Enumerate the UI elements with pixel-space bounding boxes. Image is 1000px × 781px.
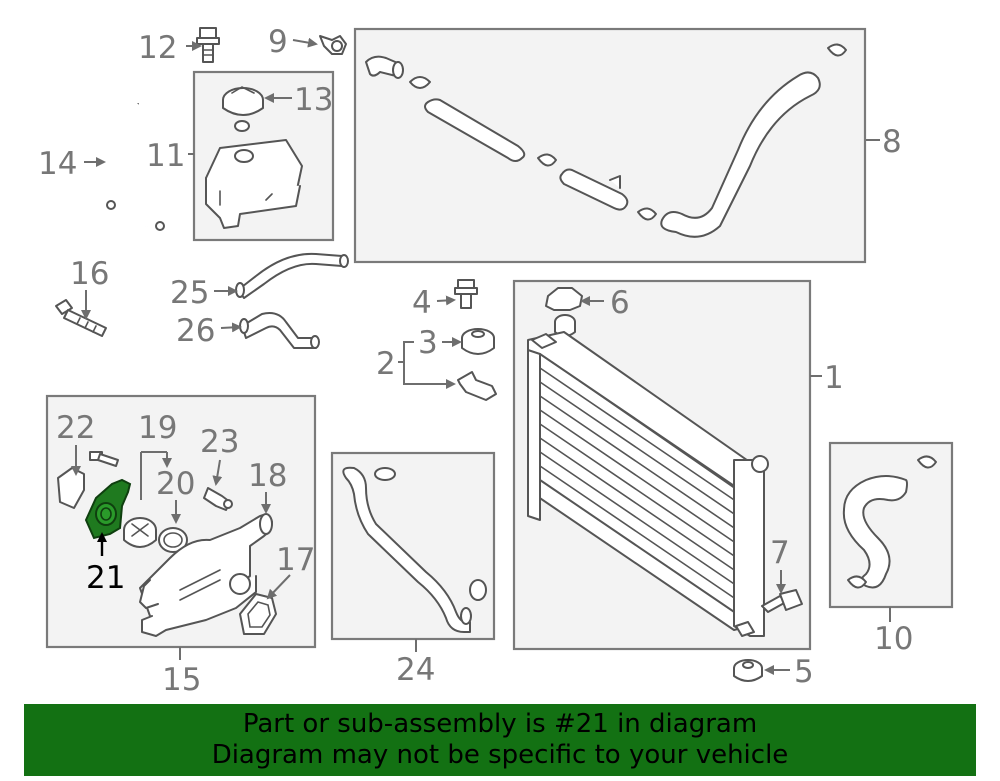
- hose-25[interactable]: [235, 252, 349, 299]
- callout-13: 13: [294, 82, 333, 118]
- callout-22: 22: [56, 410, 95, 446]
- callout-20: 20: [156, 466, 195, 502]
- callout-18: 18: [248, 458, 287, 494]
- upper-hose-parts-8[interactable]: [365, 43, 847, 238]
- callout-9: 9: [268, 24, 288, 60]
- sensor-9[interactable]: [319, 35, 347, 55]
- callout-4: 4: [412, 285, 432, 321]
- lower-hose-10[interactable]: [842, 455, 937, 589]
- callout-14: 14: [38, 146, 77, 182]
- bracket-2[interactable]: [457, 371, 497, 401]
- callout-3: 3: [418, 325, 438, 361]
- overflow-hose-14[interactable]: [106, 103, 165, 231]
- hose-group-box: [353, 27, 867, 264]
- radiator-cap-6[interactable]: [545, 287, 583, 337]
- callout-11: 11: [146, 138, 185, 174]
- callout-19: 19: [138, 410, 177, 446]
- callout-23: 23: [200, 424, 239, 460]
- callout-17: 17: [276, 542, 315, 578]
- callout-24: 24: [396, 652, 435, 688]
- bolt-12[interactable]: [196, 27, 220, 63]
- callout-25: 25: [170, 275, 209, 311]
- coolant-reservoir-11[interactable]: [205, 139, 303, 229]
- callout-1: 1: [824, 360, 844, 396]
- bolt-4[interactable]: [454, 279, 478, 309]
- callout-6: 6: [610, 285, 630, 321]
- info-banner: Part or sub-assembly is #21 in diagram D…: [24, 704, 976, 776]
- leader-lines: [71, 37, 891, 675]
- callout-7: 7: [770, 535, 790, 571]
- gasket-17[interactable]: [239, 593, 277, 635]
- callout-15: 15: [162, 662, 201, 698]
- hose-26[interactable]: [239, 312, 320, 349]
- reservoir-cap-13[interactable]: [222, 86, 264, 132]
- gasket-20[interactable]: [158, 527, 188, 553]
- callout-8: 8: [882, 124, 902, 160]
- callout-labels: 12 9 13 14 11 8 16 25 26 4 3 2 6 1 7 5 1…: [38, 24, 913, 698]
- mount-3[interactable]: [461, 328, 495, 355]
- callout-21: 21: [86, 560, 125, 596]
- drain-plug-7[interactable]: [761, 589, 803, 613]
- callout-16: 16: [70, 256, 109, 292]
- callout-2: 2: [376, 346, 396, 382]
- pipe-24[interactable]: [342, 466, 487, 633]
- banner-line-2: Diagram may not be specific to your vehi…: [211, 740, 789, 770]
- banner-line-1: Part or sub-assembly is #21 in diagram: [242, 709, 758, 739]
- bolt-22[interactable]: [89, 451, 119, 467]
- callout-5: 5: [794, 654, 814, 690]
- callout-26: 26: [176, 313, 215, 349]
- thermostat-cover-21[interactable]: [84, 478, 132, 540]
- thermostat-19[interactable]: [123, 517, 157, 548]
- sensor-23[interactable]: [203, 487, 233, 511]
- callout-10: 10: [874, 621, 913, 657]
- callout-12: 12: [138, 30, 177, 66]
- bolt-16[interactable]: [55, 299, 107, 337]
- mount-5[interactable]: [733, 659, 763, 682]
- thermostat-housing-18[interactable]: [139, 513, 273, 637]
- radiator-1[interactable]: [527, 331, 769, 637]
